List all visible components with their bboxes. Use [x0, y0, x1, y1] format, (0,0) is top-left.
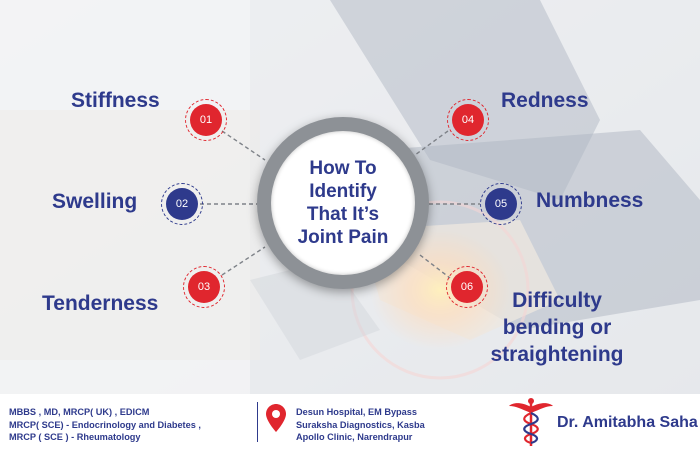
title-line: How To [309, 158, 377, 179]
location-pin-icon [266, 404, 286, 437]
title-line: Identify [309, 181, 377, 202]
symptom-tenderness: Tenderness [42, 292, 159, 315]
location-line: Desun Hospital, EM Bypass [296, 407, 417, 417]
doctor-name: Dr. Amitabha Saha [557, 414, 698, 431]
badge-number: 02 [175, 198, 189, 210]
title-line: Joint Pain [297, 227, 389, 248]
qualification-line: MRCP ( SCE ) - Rheumatology [9, 432, 141, 442]
symptom-swelling: Swelling [52, 190, 138, 213]
badge-02: 02 [161, 183, 203, 225]
location-line: Suraksha Diagnostics, Kasba [296, 419, 425, 430]
symptom-numbness: Numbness [536, 189, 644, 212]
symptom-line: straightening [490, 343, 624, 366]
footer: MBBS , MD, MRCP( UK) , EDICM MRCP( SCE) … [0, 394, 700, 451]
symptom-stiffness: Stiffness [71, 89, 160, 112]
badge-number: 01 [199, 114, 213, 126]
badge-04: 04 [447, 99, 489, 141]
locations: Desun Hospital, EM Bypass Suraksha Diagn… [296, 406, 425, 444]
title-line: That It’s [306, 204, 380, 225]
badge-number: 05 [494, 198, 508, 210]
qualification-line: MBBS , MD, MRCP( UK) , EDICM [9, 407, 150, 417]
qualification-line: MRCP( SCE) - Endocrinology and Diabetes … [9, 419, 201, 430]
title-disc: How To Identify That It’s Joint Pain [271, 131, 415, 275]
symptom-difficulty-bending: Difficulty bending or straightening [472, 287, 642, 368]
symptom-redness: Redness [501, 89, 589, 112]
qualifications: MBBS , MD, MRCP( UK) , EDICM MRCP( SCE) … [9, 406, 201, 444]
footer-divider [257, 402, 258, 442]
symptom-line: Difficulty [512, 289, 602, 312]
badge-number: 03 [197, 281, 211, 293]
badge-03: 03 [183, 266, 225, 308]
badge-01: 01 [185, 99, 227, 141]
badge-06: 06 [446, 266, 488, 308]
page-title: How To Identify That It’s Joint Pain [283, 157, 403, 249]
title-ring: How To Identify That It’s Joint Pain [257, 117, 429, 289]
badge-05: 05 [480, 183, 522, 225]
symptom-line: bending or [502, 316, 612, 339]
location-line: Apollo Clinic, Narendrapur [296, 432, 413, 442]
caduceus-logo [508, 397, 554, 451]
badge-number: 04 [461, 114, 475, 126]
badge-number: 06 [460, 281, 474, 293]
